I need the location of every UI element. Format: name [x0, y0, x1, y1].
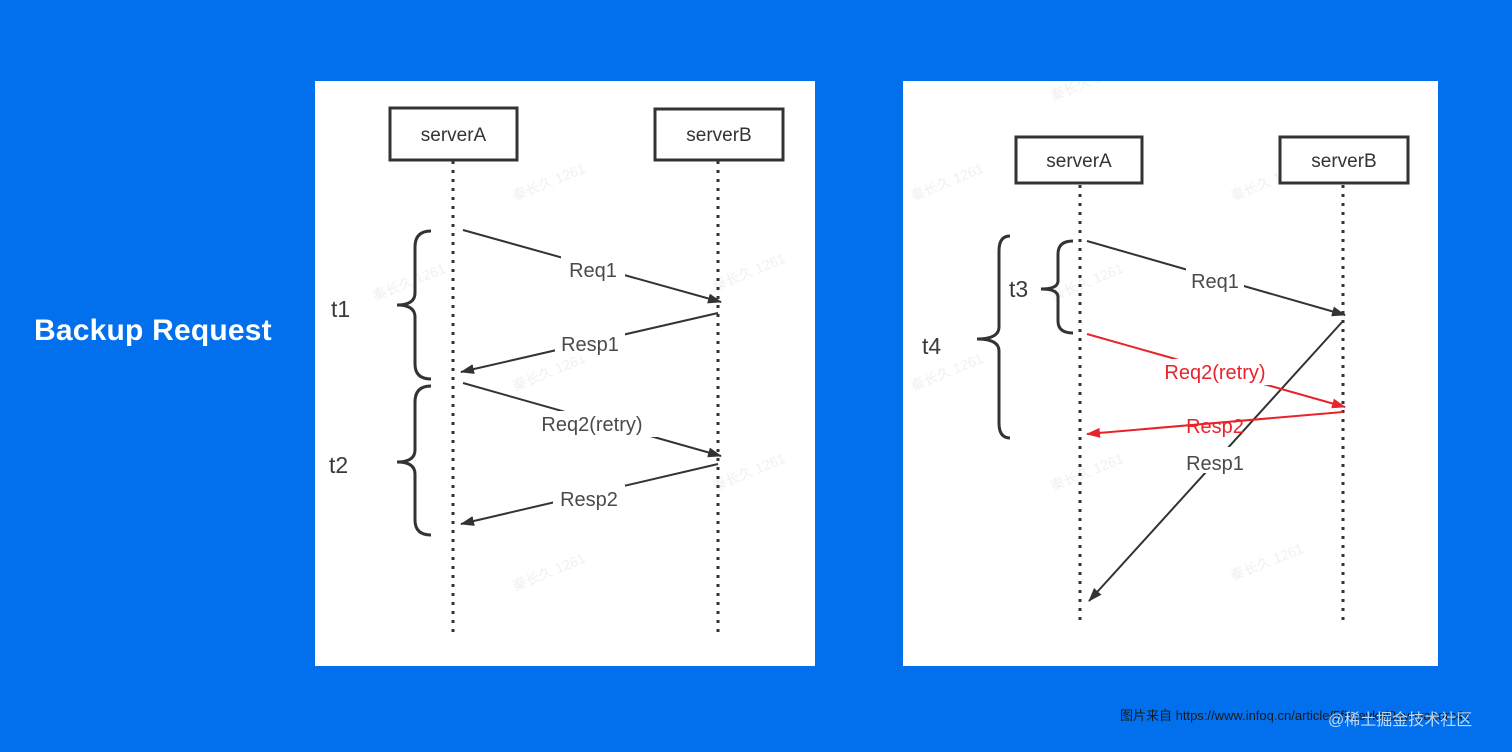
- left-diagram-svg: 秦长久 1261 秦长久 1261 秦长久 1261 秦长久 1261 秦长久 …: [329, 106, 788, 636]
- watermark: 秦长久 1261: [710, 250, 788, 294]
- interval-label-t1: t1: [331, 296, 350, 322]
- label-backdrop: [527, 411, 657, 437]
- participant-label-servera: serverA: [1046, 151, 1112, 172]
- label-backdrop: [553, 485, 625, 511]
- label-backdrop: [555, 331, 625, 357]
- participant-label-serverb: serverB: [1311, 151, 1376, 172]
- participant-label-serverb: serverB: [686, 125, 751, 146]
- label-backdrop: [1151, 359, 1279, 385]
- watermark-layer: 秦长久 1261 秦长久 1261 秦长久 1261 秦长久 1261 秦长久 …: [370, 160, 788, 594]
- watermark: 秦长久 1261: [710, 450, 788, 494]
- left-sequence-diagram: 秦长久 1261 秦长久 1261 秦长久 1261 秦长久 1261 秦长久 …: [315, 81, 815, 666]
- participant-box-serverb: [1278, 135, 1410, 185]
- participant-box-serverb: [653, 107, 785, 162]
- interval-label-t4: t4: [922, 333, 941, 359]
- label-backdrop: [1186, 267, 1244, 293]
- watermark: 秦长久 1261: [1228, 540, 1306, 584]
- message-label-resp1: Resp1: [1186, 453, 1244, 475]
- watermark: 秦长久 1261: [1048, 260, 1126, 304]
- label-backdrop: [1181, 447, 1251, 473]
- brand-watermark: @稀土掘金技术社区: [1328, 712, 1473, 729]
- watermark: 秦长久 1261: [510, 160, 588, 204]
- message-arrow-resp2: [1086, 411, 1344, 438]
- interval-brace-t2: [396, 384, 432, 537]
- image-source-caption: 图片来自 https://www.infoq.cn/article/5fboev…: [1120, 708, 1470, 723]
- message-label-req2-retry: Req2(retry): [541, 414, 642, 436]
- interval-label-t2: t2: [329, 452, 348, 478]
- watermark: 秦长久 1261: [510, 550, 588, 594]
- watermark: 秦长久 1261: [1048, 81, 1126, 104]
- interval-label-t3: t3: [1009, 276, 1028, 302]
- participant-box-servera: [388, 106, 519, 162]
- message-label-resp2: Resp2: [1186, 416, 1244, 438]
- message-label-req1: Req1: [569, 260, 617, 282]
- watermark: 秦长久 1261: [370, 260, 448, 304]
- interval-brace-t3: [1040, 239, 1074, 335]
- label-backdrop: [561, 255, 625, 281]
- watermark: 秦长久 1261: [908, 350, 986, 394]
- participant-label-servera: serverA: [421, 125, 487, 146]
- right-sequence-diagram: 秦长久 1261 秦长久 1261 秦长久 1261 秦长久 1261 秦长久 …: [903, 81, 1438, 666]
- message-label-req2-retry: Req2(retry): [1164, 362, 1265, 384]
- message-label-resp1: Resp1: [561, 334, 619, 356]
- slide-title: Backup Request: [34, 314, 272, 347]
- watermark: 秦长久 1261: [1048, 450, 1126, 494]
- message-label-resp2: Resp2: [560, 489, 618, 511]
- interval-brace-t4: [976, 234, 1011, 440]
- right-diagram-svg: 秦长久 1261 秦长久 1261 秦长久 1261 秦长久 1261 秦长久 …: [908, 81, 1410, 626]
- watermark: 秦长久 1261: [908, 160, 986, 204]
- message-label-req1: Req1: [1191, 271, 1239, 293]
- interval-brace-t1: [396, 229, 432, 381]
- participant-box-servera: [1014, 135, 1144, 185]
